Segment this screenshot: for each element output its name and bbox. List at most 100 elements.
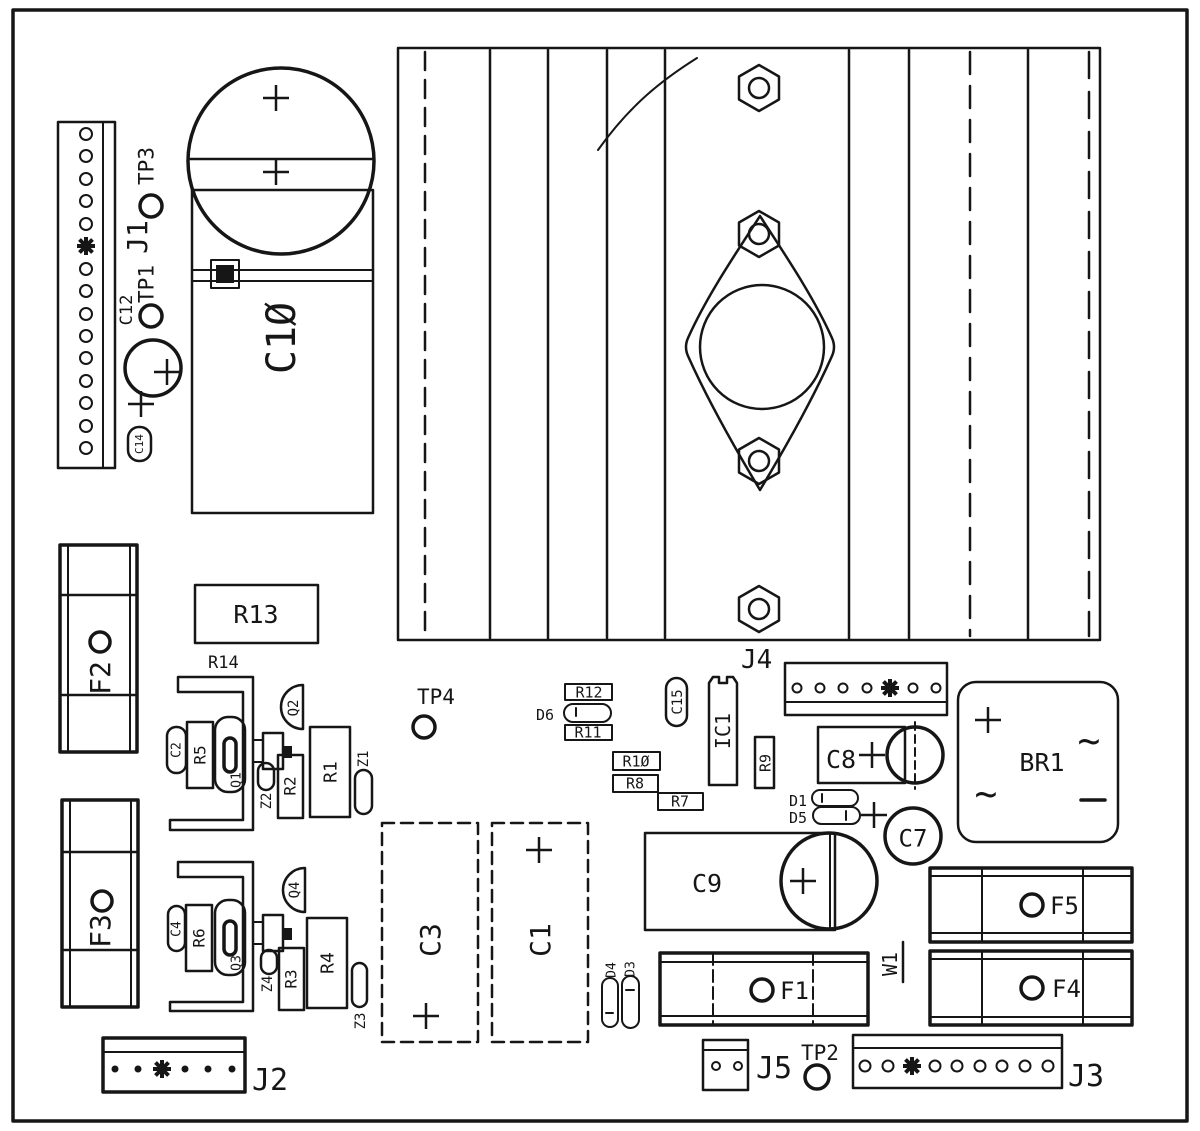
refdes-c10: C1Ø bbox=[259, 302, 305, 374]
transistor-q2: Q2 bbox=[279, 683, 305, 731]
testpoint-pad bbox=[138, 303, 164, 329]
refdes-r1: R1 bbox=[320, 761, 341, 783]
heatsink-bracket bbox=[168, 675, 255, 832]
bracket-r14-cluster: R14 C2 R5 Q1 bbox=[165, 653, 292, 832]
resistor-r8: R8 bbox=[612, 774, 659, 793]
refdes-z2: Z2 bbox=[259, 793, 275, 810]
refdes-c9: C9 bbox=[692, 869, 722, 898]
testpoint-tp1: TP1 bbox=[134, 265, 164, 329]
polarity-plus bbox=[788, 866, 818, 896]
fuse-f1: F1 bbox=[658, 951, 870, 1027]
diode-z1: Z1 bbox=[353, 751, 374, 816]
refdes-f4: F4 bbox=[1052, 975, 1081, 1003]
refdes-z1: Z1 bbox=[356, 751, 372, 768]
bridge-rectifier-br1: ~ ~ BR1 bbox=[956, 680, 1120, 844]
connector-j3: J3 bbox=[851, 1033, 1104, 1094]
refdes-d1: D1 bbox=[789, 792, 807, 810]
capacitor-c1: C1 bbox=[490, 821, 590, 1044]
testpoint-pad bbox=[411, 714, 437, 740]
refdes-r3: R3 bbox=[282, 969, 301, 988]
refdes-j5: J5 bbox=[756, 1051, 792, 1086]
refdes-tp1: TP1 bbox=[134, 265, 158, 303]
board-outline bbox=[11, 8, 1189, 1123]
testpoint-tp4: TP4 bbox=[411, 685, 455, 740]
refdes-r10: R1Ø bbox=[622, 752, 649, 770]
refdes-c14: C14 bbox=[133, 434, 146, 454]
refdes-r8: R8 bbox=[626, 774, 644, 792]
capacitor-c14: C14 bbox=[126, 425, 153, 463]
refdes-r14: R14 bbox=[208, 653, 239, 673]
refdes-c4: C4 bbox=[170, 921, 185, 937]
refdes-f1: F1 bbox=[780, 977, 809, 1005]
heatsink-bracket bbox=[168, 860, 255, 1013]
refdes-d5: D5 bbox=[789, 809, 807, 827]
capacitor-c7: C7 bbox=[883, 806, 943, 866]
polarity-plus bbox=[857, 740, 887, 770]
connector-j5: J5 bbox=[701, 1038, 792, 1092]
mounting-screw bbox=[252, 913, 292, 953]
refdes-j2: J2 bbox=[252, 1063, 288, 1098]
pin1-marker-star bbox=[879, 677, 901, 699]
refdes-tp3: TP3 bbox=[134, 147, 158, 185]
pin1-marker-star bbox=[901, 1055, 923, 1077]
refdes-r6: R6 bbox=[190, 928, 209, 947]
capacitor-c8: C8 bbox=[816, 721, 945, 790]
fuse-hole bbox=[90, 889, 114, 913]
refdes-c7: C7 bbox=[899, 824, 928, 852]
diode-z3: Z3 bbox=[350, 961, 369, 1029]
capacitor-c15: C15 bbox=[664, 676, 689, 728]
resistor-r10: R1Ø bbox=[612, 751, 661, 771]
pin1-marker-star bbox=[75, 235, 97, 257]
refdes-r5: R5 bbox=[191, 745, 210, 764]
resistor-r12: R12 bbox=[564, 683, 613, 701]
connector-j2: J2 bbox=[101, 1036, 288, 1098]
capacitor-c10: C1Ø bbox=[186, 66, 376, 515]
refdes-f2: F2 bbox=[84, 661, 117, 695]
refdes-z4: Z4 bbox=[260, 976, 276, 993]
refdes-q3: Q3 bbox=[230, 955, 245, 971]
refdes-c2: C2 bbox=[170, 742, 185, 758]
testpoint-pad bbox=[138, 193, 164, 219]
refdes-r7: R7 bbox=[671, 792, 689, 810]
fuse-f2: F2 bbox=[58, 543, 139, 754]
diode-d3: D3 bbox=[621, 961, 640, 1029]
resistor-r3: R3 bbox=[277, 946, 306, 1012]
polarity-plus bbox=[524, 835, 554, 865]
fuse-f4: F4 bbox=[928, 949, 1134, 1027]
ac-terminal: ~ bbox=[975, 771, 998, 815]
bracket-cluster-2: C4 R6 Q3 bbox=[166, 860, 292, 1013]
fuse-hole bbox=[749, 977, 775, 1003]
capacitor-c12: C12 bbox=[117, 295, 183, 419]
refdes-q1: Q1 bbox=[230, 772, 245, 788]
heatsink bbox=[396, 46, 1102, 642]
testpoint-tp2: TP2 bbox=[801, 1041, 839, 1091]
refdes-j1: J1 bbox=[121, 220, 154, 254]
refdes-r12: R12 bbox=[575, 683, 602, 701]
refdes-c8: C8 bbox=[826, 745, 856, 774]
refdes-r13: R13 bbox=[233, 600, 278, 629]
capacitor-c9: C9 bbox=[643, 831, 879, 932]
fuse-f5: F5 bbox=[928, 866, 1134, 944]
refdes-d3: D3 bbox=[624, 961, 639, 977]
refdes-f3: F3 bbox=[84, 914, 117, 948]
refdes-r9: R9 bbox=[756, 754, 774, 772]
refdes-f5: F5 bbox=[1050, 892, 1079, 920]
refdes-c1: C1 bbox=[524, 923, 557, 957]
to3-transistor-outline bbox=[684, 209, 836, 492]
refdes-r2: R2 bbox=[281, 776, 300, 795]
pin1-marker-star bbox=[151, 1058, 173, 1080]
ac-terminal: ~ bbox=[1078, 718, 1101, 762]
diode-z4: Z4 bbox=[259, 948, 279, 993]
refdes-c15: C15 bbox=[670, 689, 686, 714]
fuse-hole bbox=[1019, 892, 1045, 918]
refdes-tp4: TP4 bbox=[417, 685, 455, 709]
connector-j4: J4 bbox=[741, 645, 949, 717]
refdes-tp2: TP2 bbox=[801, 1041, 839, 1065]
resistor-r5 bbox=[185, 720, 215, 790]
resistor-r6 bbox=[184, 903, 214, 973]
mounting-screw bbox=[252, 731, 292, 771]
mounting-nut bbox=[737, 436, 781, 486]
fuse-hole bbox=[88, 630, 112, 654]
